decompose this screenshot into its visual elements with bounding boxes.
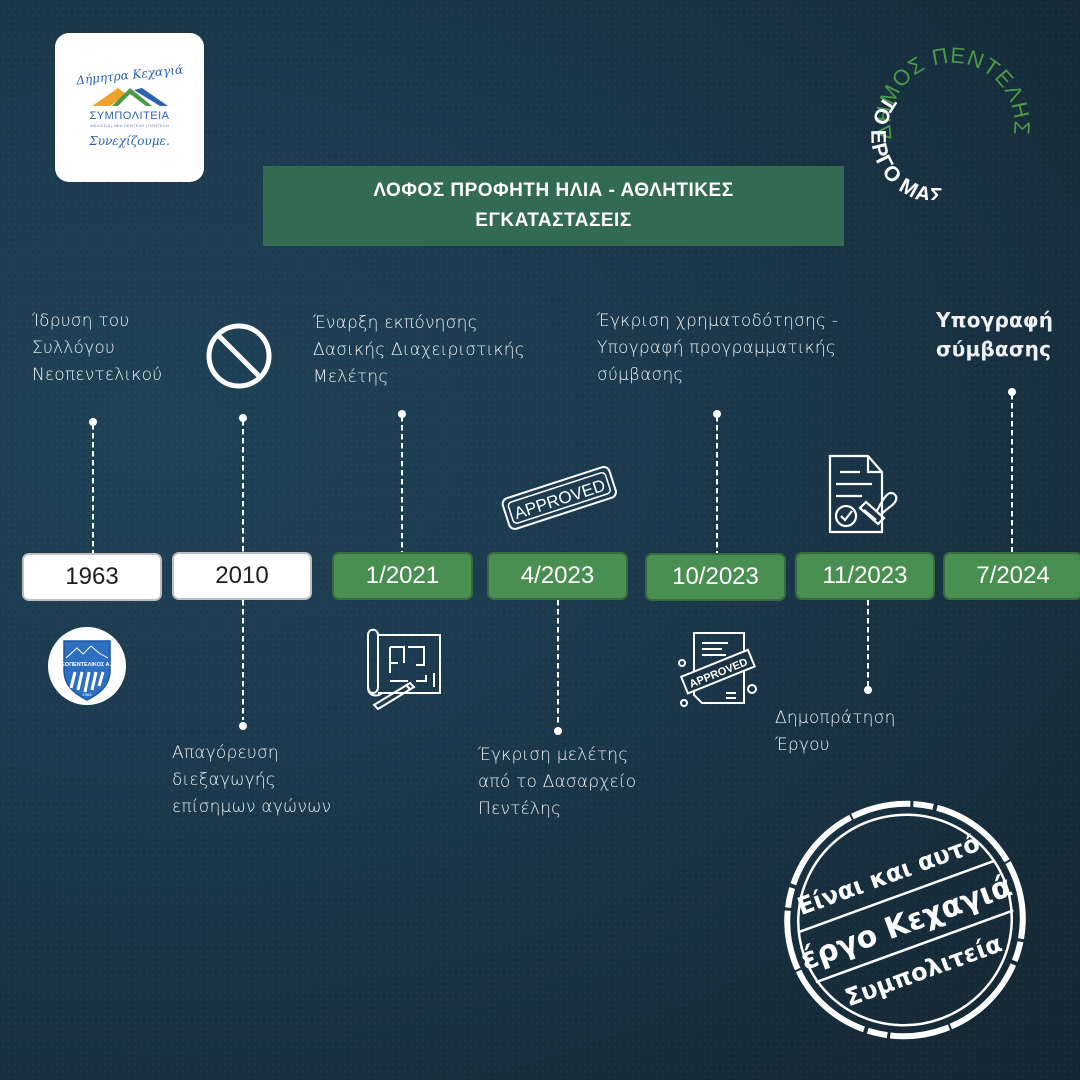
connector-2023-10: [712, 410, 722, 553]
date-label: 1963: [65, 563, 119, 590]
event-line: Έγκριση χρηματοδότησης -: [597, 311, 839, 331]
event-line: Ίδρυση του: [32, 311, 130, 331]
connector-1963: [88, 418, 98, 556]
event-line: Απαγόρευση: [172, 743, 279, 763]
connector-2021: [397, 410, 407, 553]
event-2023-04-text: Έγκριση μελέτης από το Δασαρχείο Πεντέλη…: [478, 742, 636, 823]
event-line: Νεοπεντελικού: [32, 365, 163, 385]
crest-year: 1963: [83, 692, 93, 697]
prohibited-icon: [206, 323, 272, 389]
event-line: σύμβασης: [936, 337, 1052, 361]
date-box-2023-04: 4/2023: [487, 552, 628, 600]
event-line: Πεντέλης: [478, 799, 562, 819]
event-line: Συλλόγου: [32, 338, 115, 358]
mountains-logo-icon: [91, 87, 168, 106]
event-line: Έναρξη εκπόνησης: [313, 313, 478, 333]
document-stamp-icon: [828, 454, 898, 534]
logo-party-sub: ΜΕΛΙΣΣΙΑ | ΝΕΑ ΠΕΝΤΕΛΗ | ΠΕΝΤΕΛΗ: [90, 122, 169, 128]
date-label: 10/2023: [672, 563, 759, 590]
date-label: 1/2021: [365, 562, 440, 589]
approved-label: APPROVED: [512, 476, 608, 523]
kechagia-seal-stamp: Είναι και αυτό έργο Κεχαγιά Συμπολιτεία: [784, 800, 1026, 1040]
badge-bottom-text: ΤΟ ΕΡΓΟ ΜΑΣ: [866, 92, 944, 200]
date-label: 4/2023: [520, 562, 595, 589]
project-title-banner: ΛΟΦΟΣ ΠΡΟΦΗΤΗ ΗΛΙΑ - ΑΘΛΗΤΙΚΕΣ ΕΓΚΑΤΑΣΤΑ…: [263, 166, 844, 246]
logo-slogan: Συνεχίζουμε.: [89, 133, 170, 148]
event-line: επίσημων αγώνων: [172, 797, 332, 817]
date-box-2021: 1/2021: [332, 552, 473, 600]
event-2010-text: Απαγόρευση διεξαγωγής επίσημων αγώνων: [172, 740, 331, 821]
date-label: 7/2024: [976, 562, 1050, 589]
approved-stamp-icon: APPROVED: [501, 465, 617, 530]
date-box-2023-10: 10/2023: [645, 553, 786, 601]
event-2023-11-text: Δημοπράτηση Έργου: [775, 705, 896, 759]
logo-party-name: ΣΥΜΠΟΛΙΤΕΙΑ: [89, 109, 170, 122]
symbolitia-logo: Δήμητρα Κεχαγιά ΣΥΜΠΟΛΙΤΕΙΑ ΜΕΛΙΣΣΙΑ | Ν…: [55, 33, 204, 182]
event-1963-text: Ίδρυση του Συλλόγου Νεοπεντελικού: [32, 308, 162, 389]
event-2021-text: Έναρξη εκπόνησης Δασικής Διαχειριστικής …: [313, 310, 525, 391]
event-line: Υπογραφή προγραμματικής: [597, 338, 837, 358]
event-line: διεξαγωγής: [172, 770, 276, 790]
event-line: Έργου: [775, 735, 830, 755]
title-line-2: ΕΓΚΑΤΑΣΤΑΣΕΙΣ: [475, 210, 632, 231]
event-line: Δημοπράτηση: [775, 708, 896, 728]
connector-2023-04: [553, 600, 563, 735]
title-line-1: ΛΟΦΟΣ ΠΡΟΦΗΤΗ ΗΛΙΑ - ΑΘΛΗΤΙΚΕΣ: [373, 180, 734, 201]
date-box-2024: 7/2024: [943, 552, 1080, 600]
connector-2010-up: [238, 414, 248, 556]
event-line: σύμβασης: [597, 365, 684, 385]
event-line: Μελέτης: [313, 367, 389, 387]
date-box-2010: 2010: [172, 552, 312, 600]
crest-name: ΝΕΟΠΕΝΤΕΛΙΚΟΣ Α.Ο.: [57, 662, 117, 668]
event-2023-10-text: Έγκριση χρηματοδότησης - Υπογραφή προγρα…: [597, 308, 838, 389]
event-line: Υπογραφή: [936, 308, 1054, 332]
event-line: Έγκριση μελέτης: [478, 745, 629, 765]
event-line: από το Δασαρχείο: [478, 772, 637, 792]
date-label: 2010: [215, 562, 269, 589]
connector-2024: [1007, 388, 1017, 553]
connector-2023-11: [863, 600, 873, 695]
municipality-circle-badge: ΔΗΜΟΣ ΠΕΝΤΕΛΗΣ ΤΟ ΕΡΓΟ ΜΑΣ: [866, 42, 1035, 200]
connector-2010-down: [238, 600, 248, 730]
club-crest-icon: ΝΕΟΠΕΝΤΕΛΙΚΟΣ Α.Ο. 1963: [48, 627, 126, 705]
date-box-1963: 1963: [22, 553, 162, 601]
blueprint-icon: [367, 628, 441, 710]
badge-top-text: ΔΗΜΟΣ ΠΕΝΤΕΛΗΣ: [870, 42, 1035, 141]
date-label: 11/2023: [822, 562, 908, 589]
event-2024-text: Υπογραφή σύμβασης: [936, 306, 1053, 364]
approved-document-icon: APPROVED: [678, 632, 757, 707]
date-box-2023-11: 11/2023: [795, 552, 935, 600]
event-line: Δασικής Διαχειριστικής: [313, 340, 525, 360]
